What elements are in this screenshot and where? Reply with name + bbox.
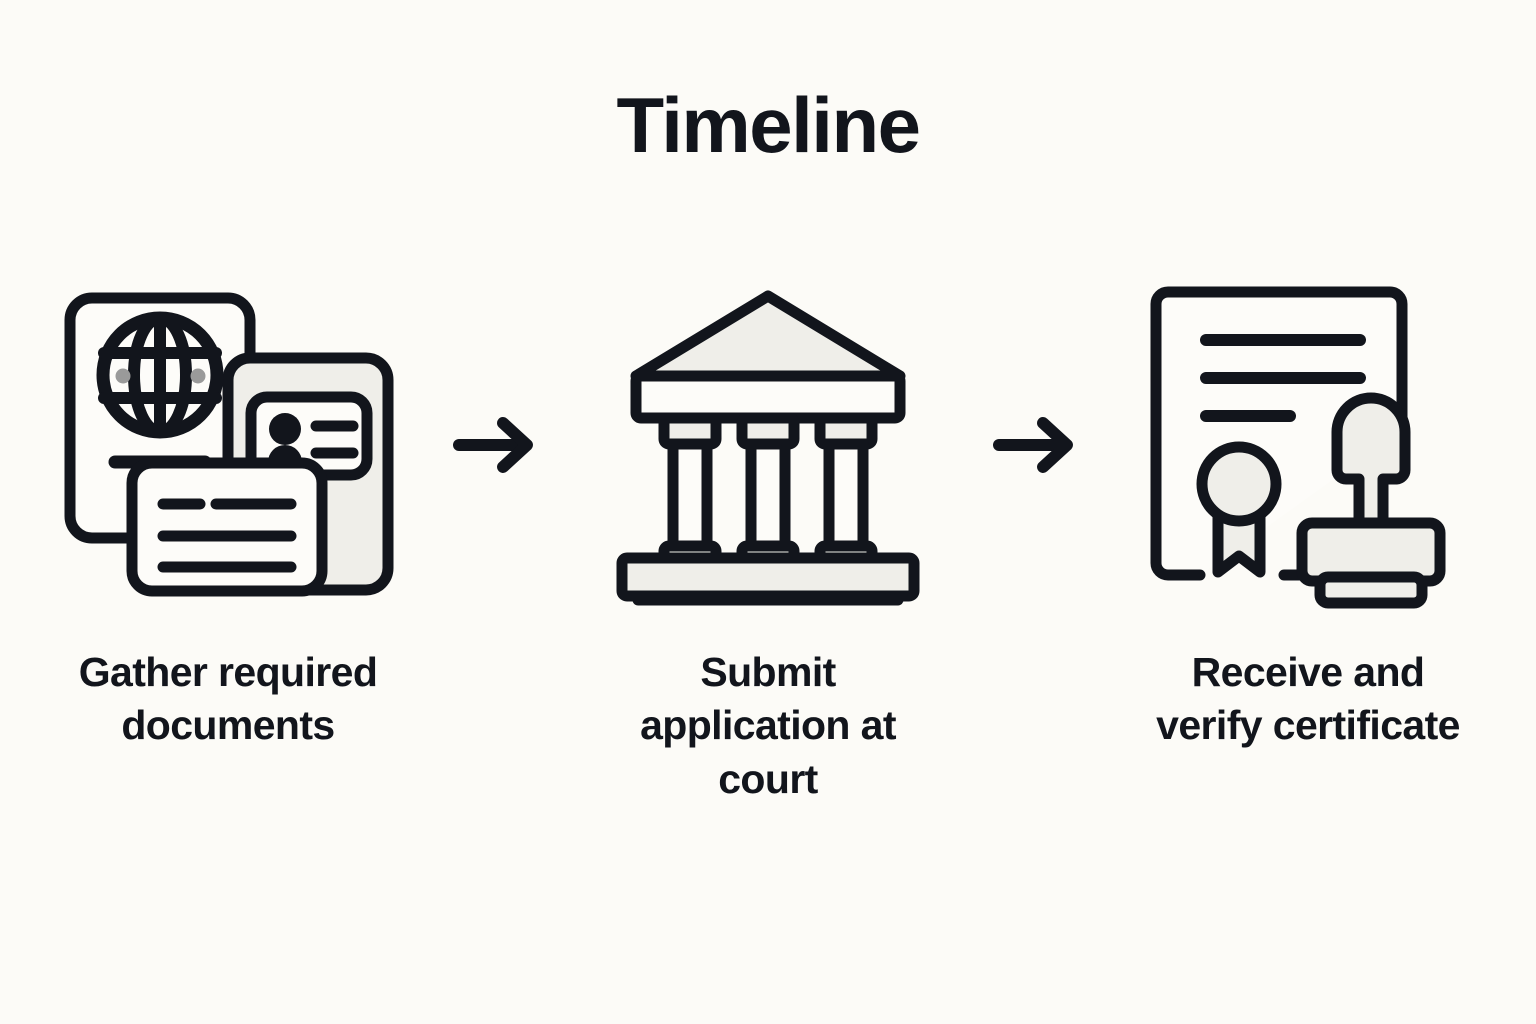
process-flow: Gather required documents (0, 280, 1536, 840)
documents-icon (64, 292, 394, 597)
arrow-right-icon (993, 417, 1073, 473)
documents-icon-container (48, 280, 408, 610)
arrow-step-2-to-3-container (978, 280, 1098, 610)
flow-step-2-caption: Submit application at court (640, 649, 896, 802)
flow-step-1-caption: Gather required documents (78, 649, 378, 749)
arrow-right-icon (453, 417, 533, 473)
certificate-icon (1150, 286, 1446, 609)
certificate-icon-container (1128, 280, 1488, 610)
courthouse-icon (616, 290, 920, 606)
flow-step-3-caption: Receive and verify certificate (1156, 649, 1460, 749)
flow-step-1: Gather required documents (18, 280, 438, 753)
page-title: Timeline (616, 81, 921, 169)
courthouse-icon-container (588, 280, 948, 610)
arrow-step-1-to-2-container (438, 280, 558, 610)
flow-step-3: Receive and verify certificate (1098, 280, 1518, 753)
flow-step-2: Submit application at court (558, 280, 978, 806)
